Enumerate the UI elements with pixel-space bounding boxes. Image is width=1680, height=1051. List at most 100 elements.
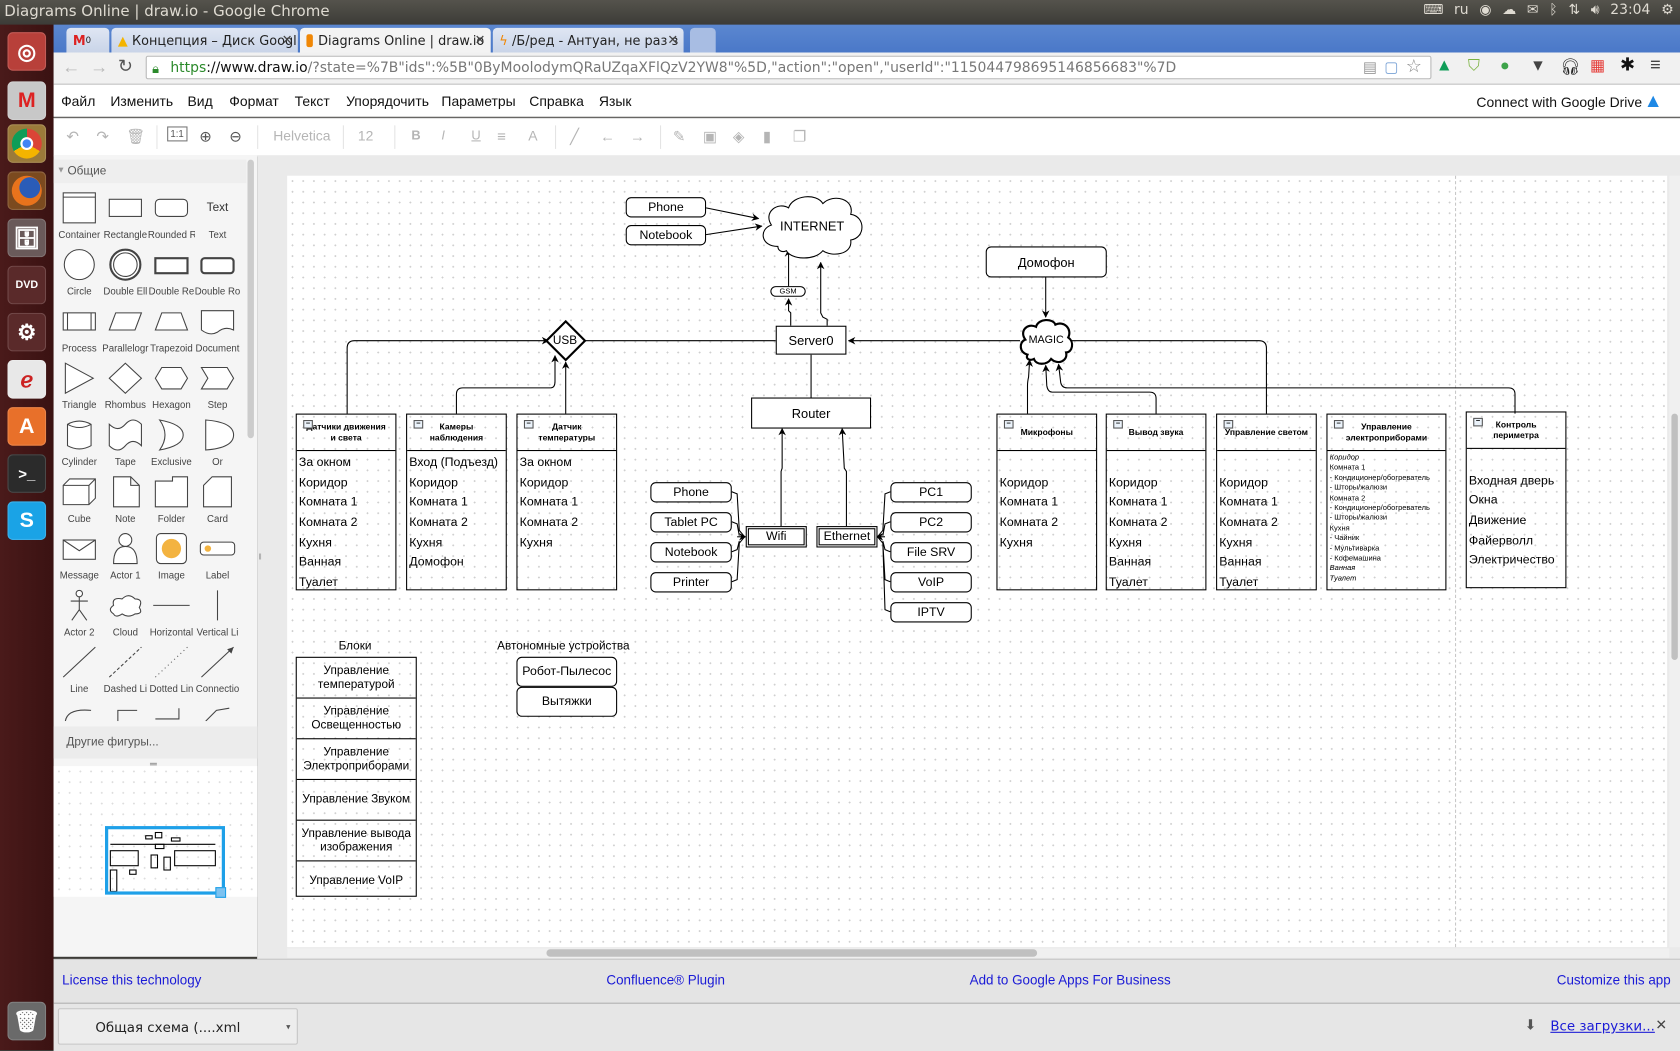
appliance-row[interactable]: - Чайник xyxy=(1329,534,1360,543)
google-apps-link[interactable]: Add to Google Apps For Business xyxy=(969,972,1171,988)
skype-launcher-icon[interactable]: S xyxy=(7,501,47,541)
swimlane-row[interactable]: Ванная xyxy=(298,556,342,570)
node-ethernet-client[interactable]: File SRV xyxy=(890,542,972,563)
google-drive-extension-icon[interactable]: ▲ xyxy=(1435,56,1453,76)
license-link[interactable]: License this technology xyxy=(62,972,202,988)
mail-icon[interactable]: ✉ xyxy=(1526,2,1539,19)
outline-resize-handle[interactable] xyxy=(215,887,227,898)
pocket-extension-icon[interactable]: ▼ xyxy=(1530,56,1546,76)
shape-vertical-line[interactable]: Vertical Li xyxy=(194,588,241,638)
swimlane-row[interactable] xyxy=(1467,451,1566,471)
shape-cloud[interactable]: Cloud xyxy=(102,588,149,638)
swimlane-row[interactable]: Окна xyxy=(1468,494,1498,508)
menu-help[interactable]: Справка xyxy=(529,93,584,110)
connector-variant-icon[interactable] xyxy=(105,706,146,722)
internet-cloud-shape[interactable] xyxy=(756,191,867,262)
shape-rectangle[interactable]: Rectangle xyxy=(102,191,149,240)
tab-google-drive[interactable]: ▲ Концепция – Диск Googl ✕ xyxy=(111,27,298,53)
undo-icon[interactable]: ↶ xyxy=(66,127,80,145)
back-icon[interactable]: ← xyxy=(62,56,81,78)
files-launcher-icon[interactable]: 🗄︎ xyxy=(7,218,47,258)
shape-parallelogram[interactable]: Parallelogr xyxy=(102,304,149,354)
swimlane-row[interactable]: Кухня xyxy=(519,536,553,550)
swimlane-row[interactable]: Кухня xyxy=(1108,536,1142,550)
delete-icon[interactable]: 🗑︎ xyxy=(126,127,146,145)
swimlane-row[interactable]: Комната 1 xyxy=(409,496,468,510)
splitter-handle-icon[interactable]: ═ xyxy=(150,758,157,770)
swimlane-row[interactable]: Коридор xyxy=(519,476,569,490)
terminal-launcher-icon[interactable]: >_ xyxy=(7,454,47,493)
network-icon[interactable]: ⇅ xyxy=(1568,2,1581,19)
shape-double-rectangle[interactable]: Double Re xyxy=(148,248,195,297)
menu-format[interactable]: Формат xyxy=(229,93,279,110)
block-cell[interactable]: Управление вывода изображения xyxy=(296,821,416,862)
shape-double-ellipse[interactable]: Double Ell xyxy=(102,248,149,297)
appliance-row[interactable]: - Шторы/жалюзи xyxy=(1329,484,1388,493)
tab-drawio[interactable]: Diagrams Online | draw.io ✕ xyxy=(300,27,491,53)
trash-launcher-icon[interactable]: 🗑︎ xyxy=(7,1001,47,1041)
shape-tape[interactable]: Tape xyxy=(102,418,149,467)
redo-icon[interactable]: ↷ xyxy=(96,127,110,145)
appliance-row[interactable]: Кухня xyxy=(1329,524,1350,533)
bluetooth-icon[interactable]: ᛒ xyxy=(1549,2,1558,19)
shape-exclusive[interactable]: Exclusive xyxy=(148,418,195,467)
collapse-icon[interactable]: − xyxy=(1003,420,1014,429)
node-ethernet[interactable]: Ethernet xyxy=(816,526,878,548)
zoom-in-icon[interactable]: ⊕ xyxy=(199,127,212,145)
download-menu-chevron-icon[interactable]: ▾ xyxy=(286,1022,291,1032)
messaging-icon[interactable]: ◉ xyxy=(1479,2,1492,19)
swimlane-row[interactable]: За окном xyxy=(519,456,572,470)
power-gear-icon[interactable]: ⚙ xyxy=(1661,2,1674,19)
shape-dashed-line[interactable]: Dashed Li xyxy=(102,645,149,694)
shape-double-rounded-rectangle[interactable]: Double Ro xyxy=(194,248,241,297)
collapse-icon[interactable]: − xyxy=(523,420,534,429)
swimlane-row[interactable]: Комната 2 xyxy=(1108,516,1168,530)
node-wifi-client[interactable]: Notebook xyxy=(650,542,732,563)
shape-label[interactable]: Label xyxy=(194,531,241,581)
swimlane-row[interactable]: Комната 1 xyxy=(519,496,579,510)
shape-message[interactable]: Message xyxy=(56,531,103,581)
magic-cloud-shape[interactable] xyxy=(1017,316,1075,365)
ubuntu-dash-icon[interactable]: ◎ xyxy=(7,32,47,71)
collapse-icon[interactable]: − xyxy=(1223,420,1234,429)
swimlane-row[interactable]: Коридор xyxy=(1108,476,1158,490)
align-icon[interactable]: ≡ xyxy=(497,127,506,145)
node-ethernet-client[interactable]: PC1 xyxy=(890,482,972,503)
shape-actor-2[interactable]: Actor 2 xyxy=(56,588,103,638)
close-tab-icon[interactable]: ✕ xyxy=(474,32,486,48)
appliance-row[interactable]: Туалет xyxy=(1329,575,1357,583)
forward-icon[interactable]: → xyxy=(90,56,109,78)
swimlane-row[interactable]: Комната 2 xyxy=(999,516,1059,530)
collapse-icon[interactable]: − xyxy=(1473,417,1483,427)
italic-button[interactable]: I xyxy=(441,127,446,143)
gmail-launcher-icon[interactable]: M xyxy=(7,81,47,121)
block-cell[interactable]: Управление Звуком xyxy=(296,780,416,821)
shadow-icon[interactable]: ❐ xyxy=(792,127,807,145)
bold-button[interactable]: B xyxy=(411,127,421,143)
swimlane-row[interactable]: Коридор xyxy=(409,476,458,490)
collapse-icon[interactable]: − xyxy=(413,420,424,429)
collapse-icon[interactable]: − xyxy=(1113,420,1123,429)
swimlane-row[interactable]: Комната 2 xyxy=(409,516,468,530)
swimlane-row[interactable] xyxy=(1107,453,1206,473)
shape-cylinder[interactable]: Cylinder xyxy=(56,418,103,467)
shape-circle[interactable]: Circle xyxy=(56,248,103,297)
shape-process[interactable]: Process xyxy=(56,304,103,354)
swimlane-row[interactable]: Ванная xyxy=(1219,556,1262,570)
address-bar[interactable]: 🔒︎ https://www.draw.io/?state=%7B"ids":%… xyxy=(145,55,1432,80)
swimlane-row[interactable] xyxy=(1217,453,1316,473)
node-wifi[interactable]: Wifi xyxy=(745,526,807,548)
all-downloads-link[interactable]: Все загрузки... xyxy=(1550,1017,1655,1034)
node-server[interactable]: Server0 xyxy=(775,325,847,355)
menu-edit[interactable]: Изменить xyxy=(110,93,174,110)
scroll-thumb[interactable] xyxy=(546,949,1038,957)
shape-triangle[interactable]: Triangle xyxy=(56,361,103,410)
font-family-select[interactable]: Helvetica xyxy=(273,127,331,144)
volume-icon[interactable]: 🔊︎ xyxy=(1590,2,1600,19)
